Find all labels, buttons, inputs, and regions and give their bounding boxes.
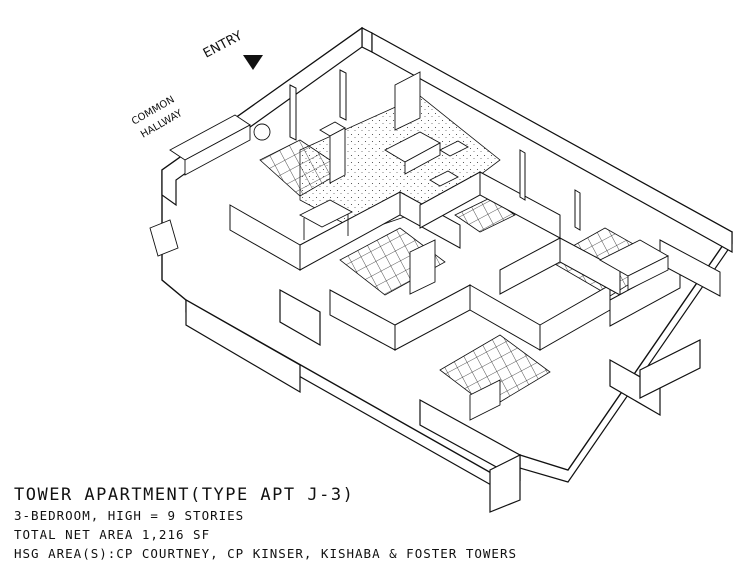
- net-area-line: TOTAL NET AREA 1,216 SF: [14, 527, 211, 542]
- bedroom-1-floor: [339, 227, 446, 296]
- title-block: TOWER APARTMENT(TYPE APT J-3) 3-BEDROOM,…: [14, 484, 654, 563]
- interior-walls: [229, 69, 721, 351]
- plan-title: TOWER APARTMENT(TYPE APT J-3): [14, 485, 355, 505]
- entry-label: ENTRY: [201, 29, 245, 62]
- bedroom-stories-line: 3-BEDROOM, HIGH = 9 STORIES: [14, 508, 245, 523]
- washer: [253, 123, 271, 141]
- wardrobe: [394, 71, 421, 131]
- armchair: [439, 140, 469, 157]
- exterior-walls: [161, 26, 733, 513]
- bookshelf: [409, 239, 436, 295]
- dining-table: [299, 199, 353, 228]
- dresser: [469, 379, 501, 421]
- bath-floor: [454, 197, 516, 233]
- entry-arrow-icon: [243, 55, 263, 70]
- balcony-bench: [149, 219, 179, 257]
- housing-areas-line: HSG AREA(S):CP COURTNEY, CP KINSER, KISH…: [14, 546, 518, 561]
- furniture: [149, 71, 669, 421]
